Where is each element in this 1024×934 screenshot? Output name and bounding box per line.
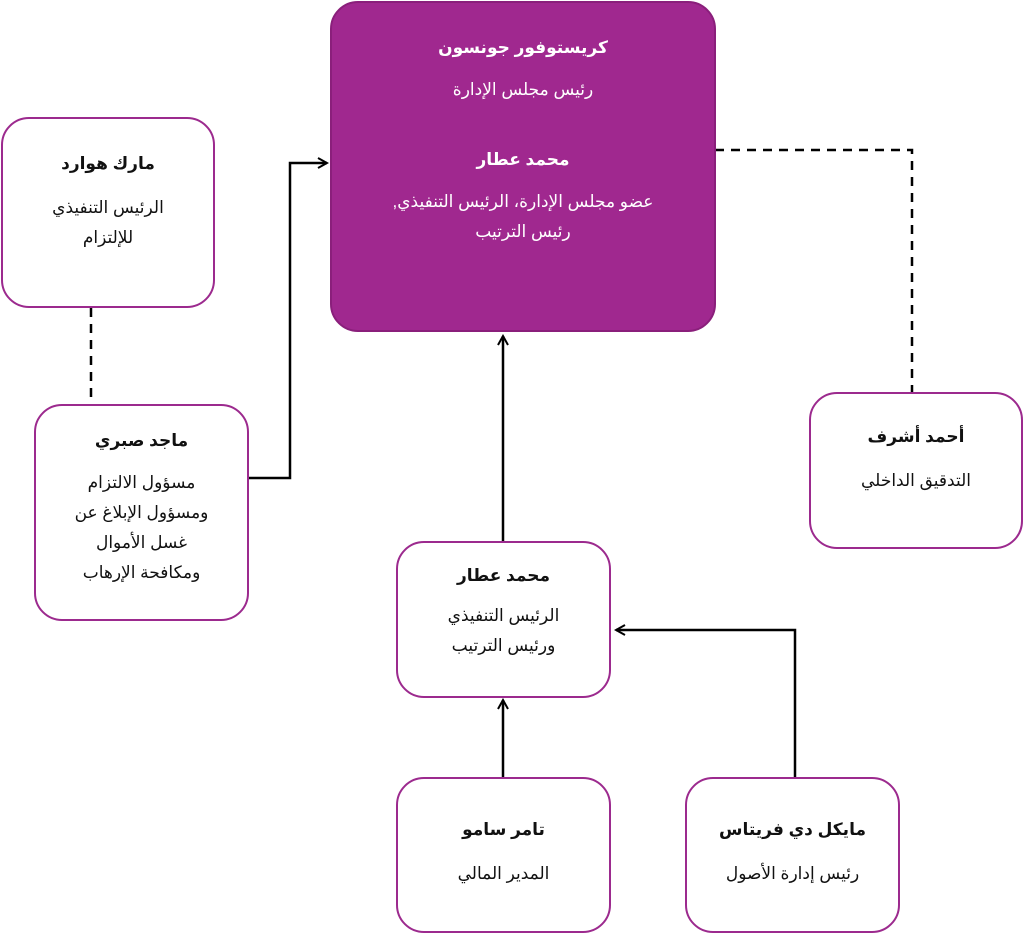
compliance-ceo-name: مارك هوارد <box>61 154 155 173</box>
asset-mgmt-box: مايكل دي فريتاس رئيس إدارة الأصول <box>685 777 900 933</box>
internal-audit-name: أحمد أشرف <box>867 427 965 446</box>
chair-title: رئيس مجلس الإدارة <box>452 80 594 99</box>
asset-mgmt-name: مايكل دي فريتاس <box>719 820 866 839</box>
ceo-name: محمد عطار <box>456 566 551 585</box>
compliance-officer-name: ماجد صبري <box>94 431 189 450</box>
board-ceo-name: محمد عطار <box>476 150 570 169</box>
compliance-officer-title-line1: مسؤول الالتزام <box>87 473 196 492</box>
compliance-officer-title-line3: غسل الأموال <box>95 533 188 552</box>
compliance-officer-box: ماجد صبري مسؤول الالتزام ومسؤول الإبلاغ … <box>34 404 249 621</box>
compliance-officer-title-line4: ومكافحة الإرهاب <box>82 563 201 582</box>
compliance-ceo-box: مارك هوارد الرئيس التنفيذي للإلتزام <box>1 117 215 308</box>
compliance-ceo-title-line2: للإلتزام <box>82 228 134 247</box>
board-ceo-title-line2: رئيس الترتيب <box>475 222 571 241</box>
board-ceo-title-line1: عضو مجلس الإدارة، الرئيس التنفيذي, <box>392 192 654 211</box>
cfo-box: تامر سامو المدير المالي <box>396 777 611 933</box>
arrow-compliance-to-board <box>249 163 327 480</box>
ceo-title-line2: ورئيس الترتيب <box>451 636 556 655</box>
compliance-ceo-title-line1: الرئيس التنفيذي <box>52 198 164 217</box>
arrow-assets-to-ceo <box>616 630 797 777</box>
ceo-box: محمد عطار الرئيس التنفيذي ورئيس الترتيب <box>396 541 611 698</box>
compliance-officer-title-line2: ومسؤول الإبلاغ عن <box>74 503 209 522</box>
internal-audit-box: أحمد أشرف التدقيق الداخلي <box>809 392 1023 549</box>
ceo-title-line1: الرئيس التنفيذي <box>447 606 560 625</box>
dashed-connector-audit <box>715 148 914 392</box>
board-box: كريستوفور جونسون رئيس مجلس الإدارة محمد … <box>330 1 716 332</box>
chair-name: كريستوفور جونسون <box>438 38 608 57</box>
cfo-title: المدير المالي <box>457 864 550 883</box>
cfo-name: تامر سامو <box>462 820 545 839</box>
asset-mgmt-title: رئيس إدارة الأصول <box>725 864 860 883</box>
internal-audit-title: التدقيق الداخلي <box>861 471 971 490</box>
